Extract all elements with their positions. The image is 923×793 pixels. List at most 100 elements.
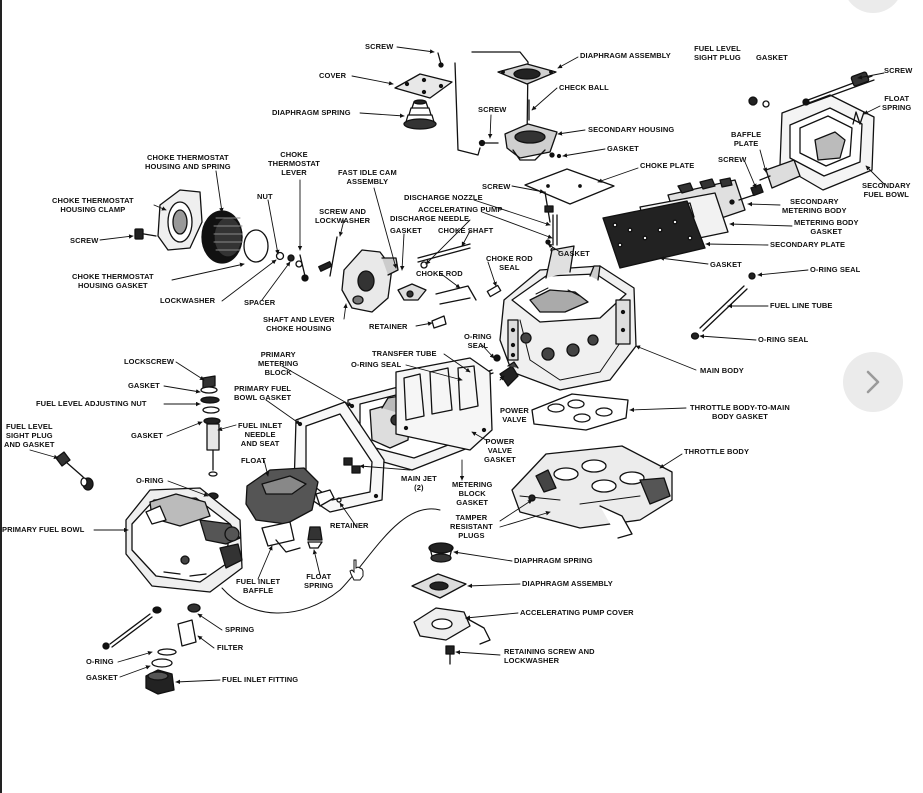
label-o-ring-seal-mid: O-RING SEAL	[464, 332, 492, 350]
label-o-ring-seal-right-2: O-RING SEAL	[758, 335, 809, 344]
diaphragm-assembly-top-part	[497, 63, 557, 85]
label-check-ball: CHECK BALL	[559, 83, 609, 92]
label-screw-lockwasher: SCREW AND LOCKWASHER	[315, 207, 371, 225]
label-lockwasher: LOCKWASHER	[160, 296, 216, 305]
choke-thermostat-lever-part	[299, 254, 309, 282]
label-screw-left: SCREW	[70, 236, 99, 245]
choke-rod-part	[435, 285, 477, 305]
label-o-ring-seal-right-1: O-RING SEAL	[810, 265, 861, 274]
label-gasket-right: GASKET	[710, 260, 742, 269]
choke-screw-part	[544, 191, 554, 223]
label-o-ring-left: O-RING	[136, 476, 164, 485]
fuel-inlet-fitting-stack	[102, 603, 201, 695]
label-fast-idle-cam: FAST IDLE CAM ASSEMBLY	[338, 168, 397, 186]
label-main-jet: MAIN JET (2)	[401, 474, 437, 492]
fuel-inlet-needle-stack	[200, 375, 221, 500]
choke-thermostat-housing-clamp-part	[157, 189, 203, 251]
label-accelerating-pump-cover: ACCELERATING PUMP COVER	[520, 608, 634, 617]
label-diaphragm-assembly-bottom: DIAPHRAGM ASSEMBLY	[522, 579, 613, 588]
label-gasket-pump: GASKET	[558, 249, 590, 258]
label-secondary-housing: SECONDARY HOUSING	[588, 125, 675, 134]
diaphragm-spring-part	[403, 99, 437, 130]
label-choke-thermostat-housing-clamp: CHOKE THERMOSTAT HOUSING CLAMP	[52, 196, 134, 214]
label-fuel-inlet-needle-seat: FUEL INLET NEEDLE AND SEAT	[238, 421, 283, 448]
label-gasket-lockscrew: GASKET	[128, 381, 160, 390]
label-gasket-bottom: GASKET	[86, 673, 118, 682]
label-transfer-tube: TRANSFER TUBE	[372, 349, 437, 358]
label-float: FLOAT	[241, 456, 266, 465]
label-choke-shaft: CHOKE SHAFT	[438, 226, 494, 235]
label-float-spring-bottom: FLOAT SPRING	[304, 572, 334, 590]
metering-block-gasket-part	[395, 357, 493, 451]
left-border	[0, 0, 2, 793]
next-image-button[interactable]	[843, 352, 903, 412]
nut-spacer-part	[275, 251, 303, 268]
label-accelerating-pump: ACCELERATING PUMP	[418, 205, 503, 214]
baffle-plate-part	[759, 159, 801, 189]
label-tamper-resistant-plugs: TAMPER RESISTANT PLUGS	[450, 513, 493, 540]
power-valve-part	[499, 361, 519, 387]
label-spacer: SPACER	[244, 298, 276, 307]
label-screw-mid: SCREW	[478, 105, 507, 114]
main-body-part	[499, 245, 637, 391]
float-part	[245, 467, 335, 525]
label-main-body: MAIN BODY	[700, 366, 744, 375]
label-retainer-float: RETAINER	[330, 521, 369, 530]
label-spring-bottom: SPRING	[225, 625, 255, 634]
diaphragm-assembly-bottom-part	[411, 573, 467, 599]
retainer-float-part	[336, 497, 342, 503]
label-primary-metering-block: PRIMARY METERING BLOCK	[258, 350, 299, 377]
label-gasket-fin: GASKET	[131, 431, 163, 440]
fuel-level-sight-plug-part	[748, 96, 770, 108]
label-baffle-plate: BAFFLE PLATE	[731, 130, 762, 148]
label-choke-rod: CHOKE ROD	[416, 269, 463, 278]
retainer-top-part	[431, 315, 447, 329]
choke-housing-gasket-part	[243, 229, 269, 263]
label-gasket-discharge: GASKET	[390, 226, 422, 235]
label-metering-block-gasket: METERING BLOCK GASKET	[452, 480, 493, 507]
label-diaphragm-spring-bottom: DIAPHRAGM SPRING	[514, 556, 593, 565]
fuel-inlet-baffle-part	[261, 521, 301, 553]
label-retaining-screw-lockwasher: RETAINING SCREW AND LOCKWASHER	[504, 647, 595, 665]
label-o-ring-seal-transfer: O-RING SEAL	[351, 360, 402, 369]
secondary-fuel-bowl-part	[779, 71, 875, 191]
choke-housing-part	[341, 249, 399, 313]
secondary-plate-part	[602, 200, 706, 269]
label-choke-plate: CHOKE PLATE	[640, 161, 695, 170]
label-gasket-top-right: GASKET	[756, 53, 788, 62]
label-nut: NUT	[257, 192, 273, 201]
choke-plate-part	[524, 168, 615, 205]
label-discharge-nozzle: DISCHARGE NOZZLE	[404, 193, 483, 202]
secondary-housing-part	[504, 123, 558, 161]
label-primary-fuel-bowl: PRIMARY FUEL BOWL	[2, 525, 85, 534]
label-choke-thermostat-housing-gasket: CHOKE THERMOSTAT HOUSING GASKET	[72, 272, 154, 290]
label-secondary-plate: SECONDARY PLATE	[770, 240, 846, 249]
label-fuel-inlet-fitting: FUEL INLET FITTING	[222, 675, 299, 684]
screw-left-part	[134, 228, 157, 240]
label-throttle-body: THROTTLE BODY	[684, 447, 750, 456]
float-spring-part	[307, 526, 323, 549]
label-secondary-metering-body: SECONDARY METERING BODY	[782, 197, 847, 215]
choke-thermostat-housing-part	[201, 210, 243, 264]
label-throttle-body-gasket: THROTTLE BODY-TO-MAIN BODY GASKET	[690, 403, 790, 421]
label-retainer-top: RETAINER	[369, 322, 408, 331]
label-choke-thermostat-housing-spring: CHOKE THERMOSTAT HOUSING AND SPRING	[145, 153, 231, 171]
label-cover: COVER	[319, 71, 347, 80]
label-choke-rod-seal: CHOKE ROD SEAL	[486, 254, 533, 272]
fuel-level-sight-plug-left-part	[55, 451, 94, 491]
label-filter: FILTER	[217, 643, 244, 652]
label-primary-fuel-bowl-gasket: PRIMARY FUEL BOWL GASKET	[234, 384, 292, 402]
label-gasket-secondary: GASKET	[607, 144, 639, 153]
label-o-ring-bottom: O-RING	[86, 657, 114, 666]
label-power-valve-gasket: POWER VALVE GASKET	[484, 437, 516, 464]
top-screw-part	[437, 52, 444, 68]
label-float-spring: FLOAT SPRING	[882, 94, 912, 112]
label-discharge-needle: DISCHARGE NEEDLE	[390, 214, 470, 223]
throttle-body-part	[511, 445, 673, 539]
label-fuel-line-tube: FUEL LINE TUBE	[770, 301, 833, 310]
label-fuel-inlet-baffle: FUEL INLET BAFFLE	[236, 577, 281, 595]
label-screw-top-right: SCREW	[884, 66, 913, 75]
secondary-housing-screw-part	[478, 139, 499, 147]
